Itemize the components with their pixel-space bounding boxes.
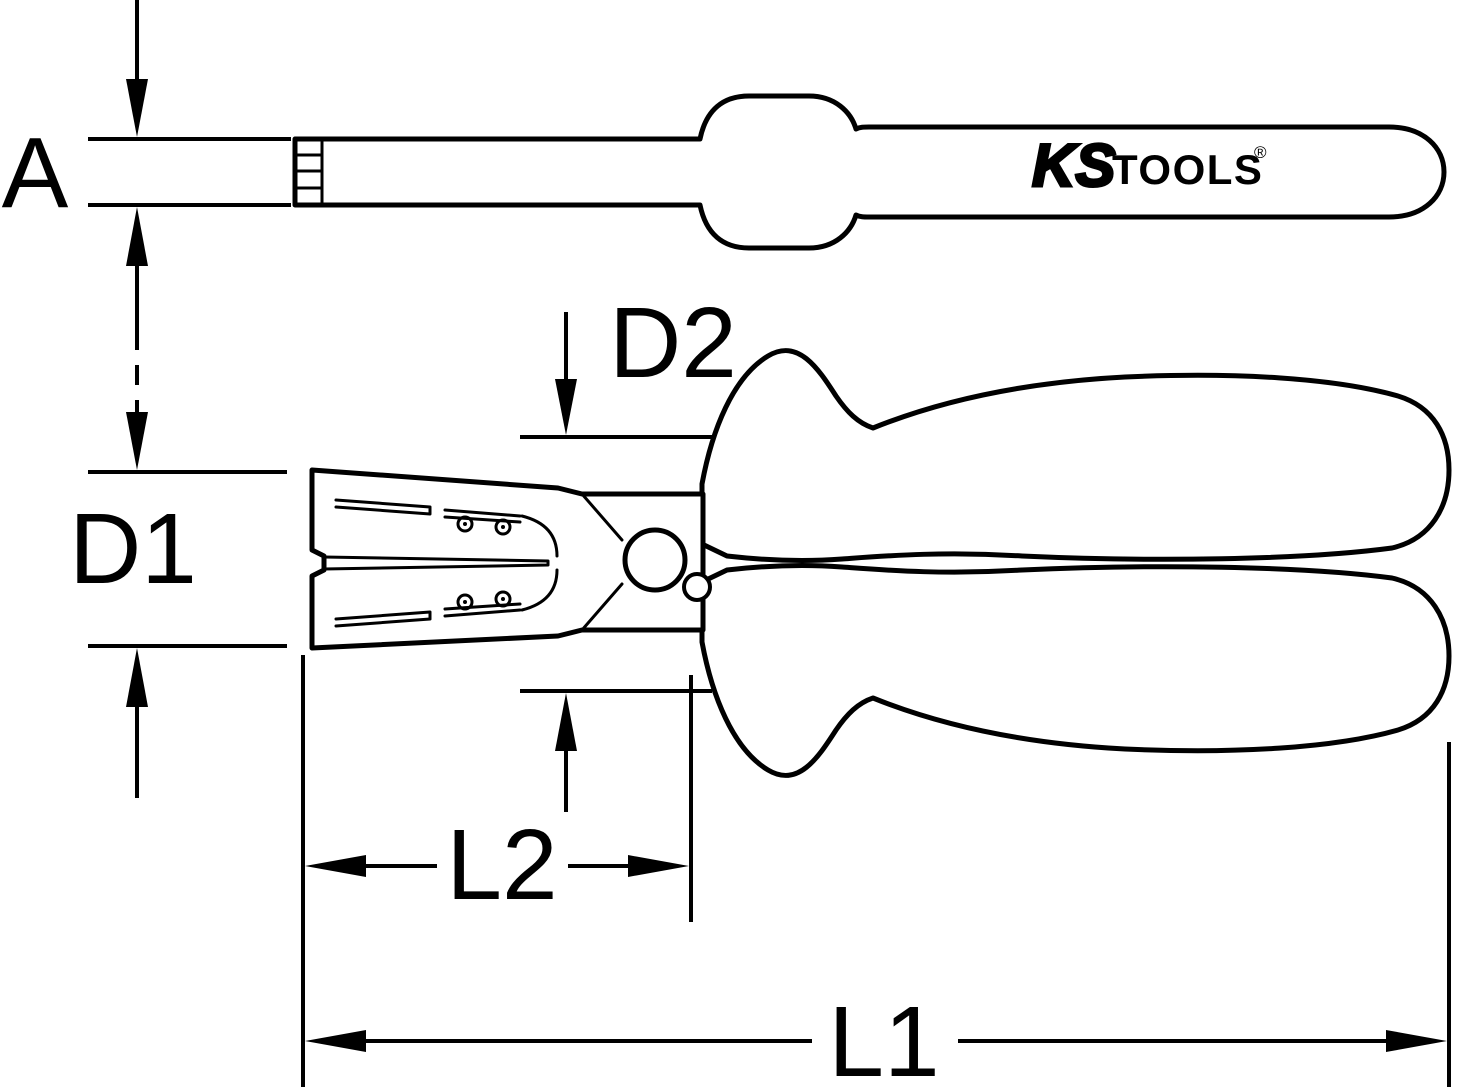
dimension-a: A bbox=[2, 0, 291, 470]
jaw-blade-details-top bbox=[334, 492, 624, 558]
blade-screws bbox=[456, 515, 512, 611]
dimension-label-a: A bbox=[2, 117, 69, 229]
brand-logo: KS TOOLS ® bbox=[1031, 131, 1268, 201]
dimension-l1: L1 bbox=[305, 742, 1451, 1087]
arrowhead-d1-bottom bbox=[126, 648, 148, 707]
arrowhead-d1-top bbox=[126, 412, 148, 470]
dimension-label-l2: L2 bbox=[446, 809, 557, 921]
arrowhead-a-top bbox=[126, 79, 148, 137]
logo-tools-text: TOOLS bbox=[1112, 146, 1263, 193]
dimension-d2: D2 bbox=[520, 287, 737, 812]
logo-registered-mark: ® bbox=[1254, 143, 1267, 162]
arrowhead-l2-left bbox=[305, 855, 366, 877]
jaw-blade-details-bottom bbox=[334, 568, 624, 632]
top-view bbox=[309, 348, 1452, 778]
dimension-label-d2: D2 bbox=[609, 287, 737, 399]
dimension-d1: D1 bbox=[69, 470, 287, 798]
arrowhead-l1-left bbox=[305, 1030, 366, 1052]
jaw-slot-lines bbox=[322, 555, 550, 571]
logo-ks-text: KS bbox=[1032, 132, 1115, 199]
side-view: KS TOOLS ® bbox=[292, 93, 1447, 251]
joint-screw-circle bbox=[682, 572, 712, 602]
arrowhead-d2-bottom bbox=[555, 693, 577, 751]
arrowhead-l2-right bbox=[628, 855, 689, 877]
handle-top-outline bbox=[699, 348, 1452, 563]
dimension-label-d1: D1 bbox=[69, 493, 197, 605]
arrowhead-l1-right bbox=[1386, 1030, 1447, 1052]
stripper-tip-segments bbox=[293, 137, 324, 207]
side-view-tool-outline bbox=[292, 93, 1447, 251]
dimension-l2: L2 bbox=[301, 655, 693, 1087]
arrowhead-d2-top bbox=[555, 379, 577, 435]
handle-bottom-outline bbox=[699, 563, 1452, 778]
dimension-label-l1: L1 bbox=[828, 986, 939, 1087]
pivot-circle bbox=[622, 527, 688, 593]
arrowhead-a-bottom bbox=[126, 207, 148, 266]
